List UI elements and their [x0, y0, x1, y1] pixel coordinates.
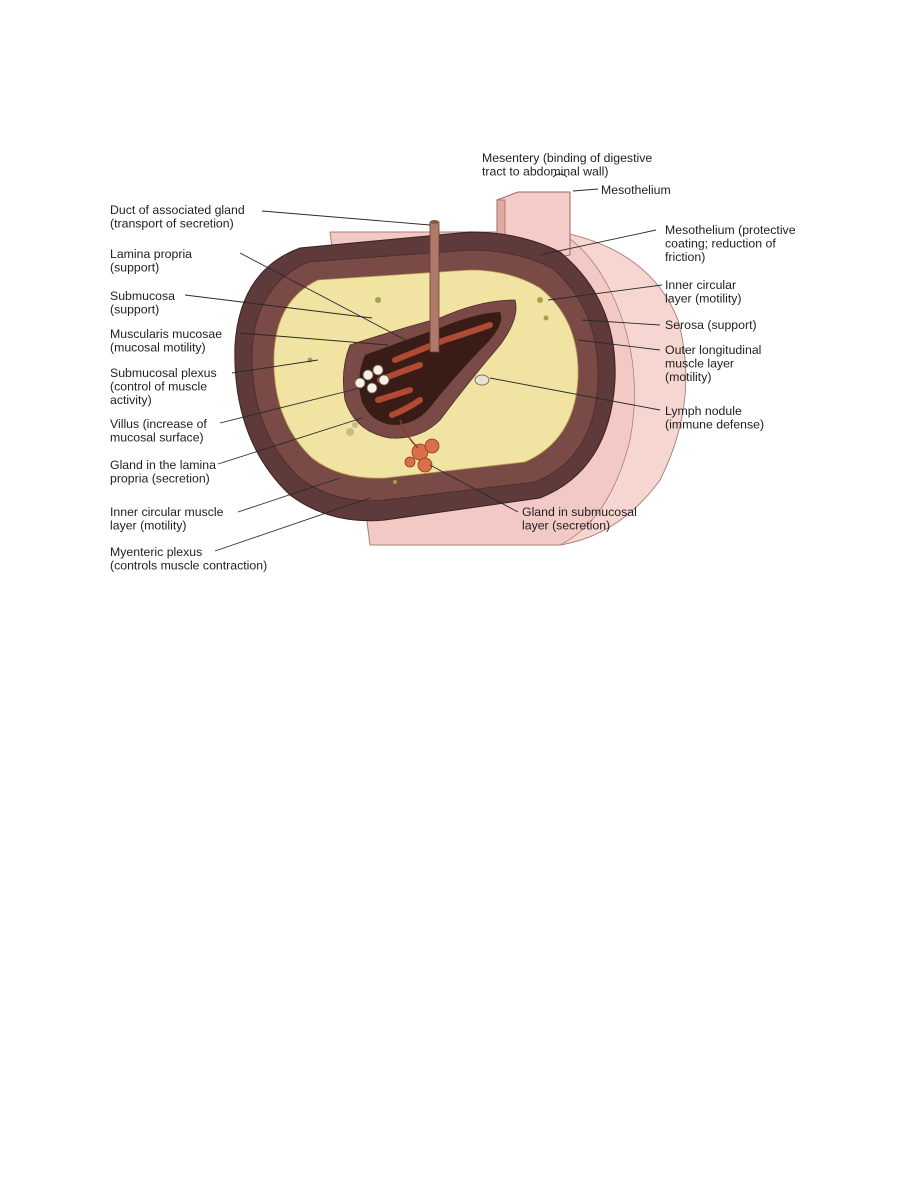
label-gland-submucosal-line-1: Gland in submucosal	[522, 505, 637, 519]
label-mesothelium-top: Mesothelium	[601, 183, 671, 197]
label-duct-line-1: Duct of associated gland	[110, 203, 245, 217]
label-submucosa-line-1: Submucosa	[110, 289, 175, 303]
label-inner-circular-left-line-1: Inner circular muscle	[110, 505, 224, 519]
label-mesothelium-right-line-1: Mesothelium (protective	[665, 223, 796, 237]
label-duct: Duct of associated gland(transport of se…	[110, 203, 245, 231]
gland-stalk	[399, 419, 419, 449]
cylinder-end	[559, 231, 687, 546]
label-mesothelium-right-line-2: coating; reduction of	[665, 237, 776, 251]
label-submucosal-plexus-line-2: (control of muscle	[110, 380, 207, 394]
label-inner-circular-right-line-2: layer (motility)	[665, 292, 742, 306]
duct-opening	[430, 220, 439, 224]
label-mesothelium-right-line-3: friction)	[665, 250, 705, 264]
label-villus-line-2: mucosal surface)	[110, 431, 204, 445]
label-mesentery-line-2: tract to abdominal wall)	[482, 165, 608, 179]
label-duct-line-2: (transport of secretion)	[110, 217, 234, 231]
gland-duct	[429, 221, 440, 353]
lymph-nodule	[474, 374, 490, 386]
label-gland-lamina-line-2: propria (secretion)	[110, 472, 210, 486]
label-myenteric-line-2: (controls muscle contraction)	[110, 559, 267, 573]
label-myenteric-line-1: Myenteric plexus	[110, 545, 202, 559]
label-submucosa-line-2: (support)	[110, 303, 159, 317]
label-serosa: Serosa (support)	[665, 318, 757, 332]
label-lymph-nodule-line-1: Lymph nodule	[665, 404, 742, 418]
label-lymph-nodule-line-2: (immune defense)	[665, 418, 764, 432]
label-lamina-propria-line-2: (support)	[110, 261, 159, 275]
villi	[354, 364, 390, 394]
label-lamina-propria-line-1: Lamina propria	[110, 247, 192, 261]
label-outer-longitudinal-line-1: Outer longitudinal	[665, 343, 761, 357]
label-lamina-propria: Lamina propria(support)	[110, 247, 192, 275]
tube-illustration	[234, 191, 687, 546]
plexus-dots	[307, 297, 549, 484]
label-muscularis-mucosae-line-2: (mucosal motility)	[110, 341, 206, 355]
label-inner-circular-right-line-1: Inner circular	[665, 278, 736, 292]
label-muscularis-mucosae-line-1: Muscularis mucosae	[110, 327, 222, 341]
label-gland-submucosal-line-2: layer (secretion)	[522, 519, 610, 533]
leader-lines	[184, 173, 663, 552]
label-mesentery-line-1: Mesentery (binding of digestive	[482, 151, 652, 165]
label-mesothelium-top-line-1: Mesothelium	[601, 183, 671, 197]
submucosal-glands	[404, 438, 440, 473]
mucosa-folds	[375, 322, 493, 418]
label-gland-lamina-line-1: Gland in the lamina	[110, 458, 216, 472]
label-muscularis-mucosae: Muscularis mucosae(mucosal motility)	[110, 327, 222, 355]
label-outer-longitudinal-line-2: muscle layer	[665, 357, 734, 371]
label-submucosa: Submucosa(support)	[110, 289, 175, 317]
label-inner-circular-left-line-2: layer (motility)	[110, 519, 187, 533]
label-myenteric: Myenteric plexus(controls muscle contrac…	[110, 545, 267, 573]
label-submucosal-plexus-line-1: Submucosal plexus	[110, 366, 217, 380]
label-serosa-line-1: Serosa (support)	[665, 318, 757, 332]
label-outer-longitudinal-line-3: (motility)	[665, 370, 711, 384]
label-submucosal-plexus-line-3: activity)	[110, 393, 152, 407]
label-villus-line-1: Villus (increase of	[110, 417, 207, 431]
label-lymph-nodule: Lymph nodule(immune defense)	[665, 404, 764, 432]
